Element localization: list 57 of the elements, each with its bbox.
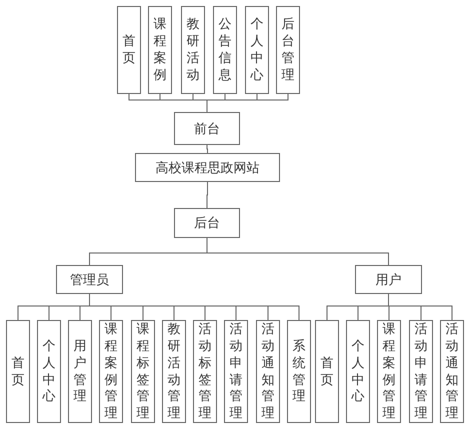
node-label: 公告信息 [218,16,232,84]
connector-line [206,94,288,112]
node-label: 个人中心 [352,338,364,406]
module-box [440,320,464,423]
module-box [224,320,248,423]
menu-box [245,6,269,94]
process-box [174,112,240,145]
node-label: 活动标签管理 [198,320,212,422]
node-label: 教研活动管理 [168,320,180,422]
module-box [315,320,339,423]
node-label: 高校课程思政网站 [156,158,260,176]
module-box [256,320,280,423]
node-label: 教研活动 [186,16,200,84]
node-label: 课程案例管理 [382,320,396,422]
module-box [409,320,433,423]
connector-line [206,182,208,208]
menu-box [213,6,237,94]
node-label: 个人中心 [250,16,264,84]
module-box [68,320,92,423]
role-box [56,265,123,294]
title-box [135,153,280,182]
module-box [193,320,217,423]
node-label: 活动申请管理 [414,320,428,422]
connector-line [388,294,452,320]
module-box [346,320,370,423]
node-label: 后台管理 [282,16,294,84]
node-label: 首页 [122,33,136,67]
process-box [174,208,240,238]
menu-box [181,6,205,94]
connector-line [206,144,208,154]
module-box [131,320,155,423]
node-label: 后台 [194,214,220,232]
node-label: 活动申请管理 [230,320,242,422]
module-box [287,320,311,423]
role-box [355,265,422,294]
node-label: 前台 [194,120,220,138]
module-box [6,320,30,423]
node-label: 首页 [12,354,24,388]
menu-box [276,6,300,94]
node-label: 个人中心 [42,338,56,406]
module-box [162,320,186,423]
module-box [99,320,123,423]
node-label: 活动通知管理 [446,320,458,422]
node-label: 管理员 [70,270,109,288]
node-label: 用户 [376,270,402,288]
node-label: 首页 [320,354,334,388]
node-label: 课程案例管理 [104,320,118,422]
menu-box [117,6,141,94]
node-label: 用户管理 [74,338,86,406]
node-label: 课程案例 [154,16,166,84]
module-box [377,320,401,423]
node-label: 系统管理 [292,338,306,406]
node-label: 课程标签管理 [136,320,150,422]
connector-line [206,238,389,266]
menu-box [148,6,172,94]
module-box [37,320,61,423]
node-label: 活动通知管理 [262,320,274,422]
